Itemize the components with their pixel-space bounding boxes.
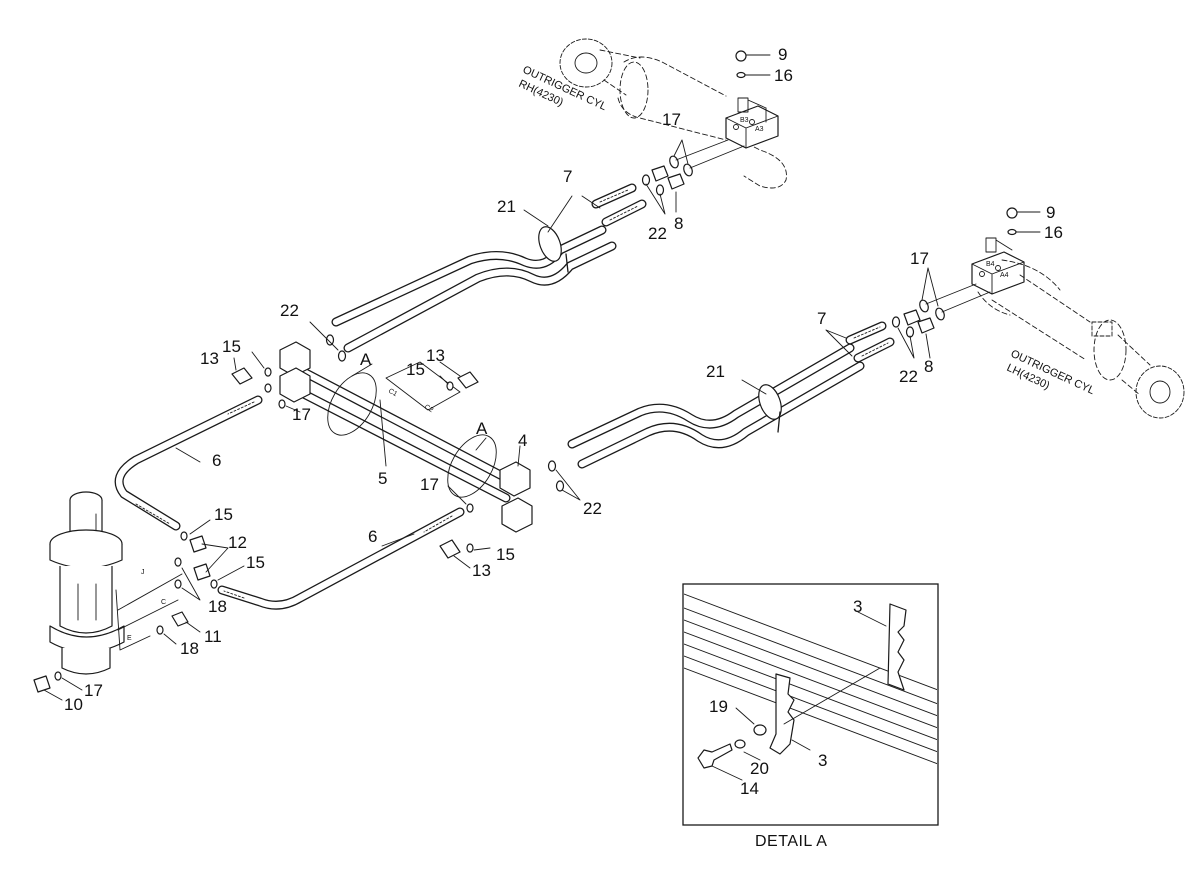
callout-22-right: 22 bbox=[899, 367, 918, 386]
callout-17-c: 17 bbox=[84, 681, 103, 700]
callout-10: 10 bbox=[64, 695, 83, 714]
callout-13-c: 13 bbox=[472, 561, 491, 580]
callout-15-c: 15 bbox=[214, 505, 233, 524]
callout-5: 5 bbox=[378, 469, 387, 488]
detail-callout-14: 14 bbox=[740, 779, 759, 798]
center-swivel-joint: J C E bbox=[49, 491, 183, 675]
callout-7-right: 7 bbox=[817, 309, 826, 328]
callout-12: 12 bbox=[228, 533, 247, 552]
oring-16-right bbox=[1007, 228, 1017, 236]
callout-15-b: 15 bbox=[406, 360, 425, 379]
callout-4: 4 bbox=[518, 431, 527, 450]
callout-17-b: 17 bbox=[420, 475, 439, 494]
callout-21-top: 21 bbox=[497, 197, 516, 216]
section-mark-a-right: A bbox=[476, 419, 488, 438]
callout-6-b: 6 bbox=[368, 527, 377, 546]
callout-9-right: 9 bbox=[1046, 203, 1055, 222]
callout-17-top: 17 bbox=[662, 110, 681, 129]
detail-a-inset: 3 19 3 20 14 DETAIL A bbox=[682, 583, 939, 850]
detail-callout-3-top: 3 bbox=[853, 597, 862, 616]
svg-text:B4: B4 bbox=[986, 261, 995, 268]
detail-callout-19: 19 bbox=[709, 697, 728, 716]
callout-22-mid: 22 bbox=[280, 301, 299, 320]
lh-outrigger-cylinder: B4 A4 OUTRIGGER CYL LH(4230) bbox=[891, 207, 1185, 419]
callout-13-b: 13 bbox=[426, 346, 445, 365]
section-mark-a-left: A bbox=[360, 350, 372, 369]
fittings bbox=[33, 334, 565, 693]
callout-16-right: 16 bbox=[1044, 223, 1063, 242]
oring-16-top bbox=[736, 71, 746, 79]
callout-numbers: 9 16 17 7 21 22 8 9 16 17 7 21 22 8 22 1… bbox=[64, 45, 1063, 714]
callout-21-right: 21 bbox=[706, 362, 725, 381]
callout-11: 11 bbox=[204, 627, 222, 646]
callout-8-top: 8 bbox=[674, 214, 683, 233]
clamp-blocks: C1 C2 bbox=[279, 226, 782, 533]
pipe-network bbox=[114, 183, 895, 610]
svg-text:A4: A4 bbox=[1000, 272, 1009, 279]
bolt-9-top bbox=[735, 50, 747, 62]
callout-13-a: 13 bbox=[200, 349, 219, 368]
callout-9-top: 9 bbox=[778, 45, 787, 64]
port-mark-e: E bbox=[127, 635, 132, 642]
svg-text:B3: B3 bbox=[740, 117, 749, 124]
callout-18-b: 18 bbox=[180, 639, 199, 658]
callout-22-low: 22 bbox=[583, 499, 602, 518]
callout-16-top: 16 bbox=[774, 66, 793, 85]
detail-callout-20: 20 bbox=[750, 759, 769, 778]
rh-outrigger-cylinder: B3 A3 OUTRIGGER CYL RH(4230) bbox=[517, 38, 787, 196]
port-mark-c1: C1 bbox=[387, 388, 398, 399]
callout-15-e: 15 bbox=[496, 545, 515, 564]
callout-7-top: 7 bbox=[563, 167, 572, 186]
detail-callout-3-bottom: 3 bbox=[818, 751, 827, 770]
callout-15-a: 15 bbox=[222, 337, 241, 356]
callout-22-top: 22 bbox=[648, 224, 667, 243]
port-mark-j: J bbox=[141, 569, 145, 576]
port-mark-c2: C2 bbox=[423, 404, 434, 415]
svg-text:A3: A3 bbox=[755, 126, 764, 133]
leader-lines bbox=[43, 139, 939, 701]
detail-caption: DETAIL A bbox=[755, 833, 827, 850]
callout-17-a: 17 bbox=[292, 405, 311, 424]
callout-8-right: 8 bbox=[924, 357, 933, 376]
callout-17-right: 17 bbox=[910, 249, 929, 268]
callout-18-a: 18 bbox=[208, 597, 227, 616]
port-mark-c: C bbox=[161, 599, 166, 606]
callout-6-a: 6 bbox=[212, 451, 221, 470]
bolt-9-right bbox=[1006, 207, 1018, 219]
callout-15-d: 15 bbox=[246, 553, 265, 572]
